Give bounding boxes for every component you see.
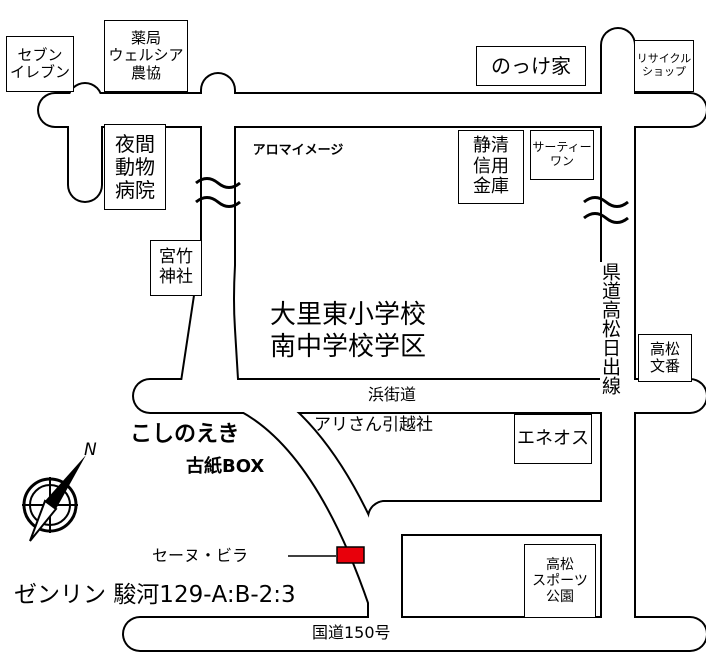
destination-marker [336,546,365,564]
landmark-takamatsu-sports-park-line3: 公園 [546,589,574,606]
landmark-takamatsu-bunban-line1: 高松 [649,339,680,358]
landmark-welcia-ja-line3: 農協 [130,63,161,82]
landmark-aroma-image-label: アロマイメージ [252,142,344,158]
landmark-shizuoka-shinkin-line3: 金庫 [473,176,509,198]
landmark-seven-eleven-line2: イレブン [9,63,70,81]
landmark-eneos-label: エネオス [517,427,589,449]
landmark-seven-eleven-line1: セブン [17,45,63,64]
road-fills [39,29,706,650]
compass-icon [22,455,86,542]
landmark-shizuoka-shinkin-line2: 信用 [473,155,509,177]
landmark-welcia-ja: 薬局 ウェルシア 農協 [104,20,188,92]
road-label-prefectural-takamatsu-hinode: 県道高松日出線 [599,262,621,395]
landmark-takamatsu-sports-park: 高松 スポーツ 公園 [524,544,596,618]
landmark-aroma-image: アロマイメージ [238,130,358,172]
landmark-night-animal-hospital-line3: 病院 [115,177,155,202]
landmark-welcia-ja-line1: 薬局 [130,29,161,48]
landmark-takamatsu-sports-park-line2: スポーツ [532,572,588,589]
school-district-line2: 南中学校学区 [270,332,427,362]
destination-label: セーヌ・ビラ [152,546,249,565]
landmark-miyatake-shrine: 宮竹 神社 [150,240,202,296]
landmark-recycle-shop: リサイクル ショップ [634,40,694,92]
landmark-seven-eleven: セブン イレブン [6,36,74,92]
landmark-shizuoka-shinkin: 静清 信用 金庫 [458,130,524,204]
landmark-night-animal-hospital-line1: 夜間 [115,131,155,156]
landmark-koshinoeki: こしのえき [130,422,240,447]
landmark-welcia-ja-line2: ウェルシア [108,46,184,65]
landmark-nokke-ya: のっけ家 [476,46,586,86]
landmark-thirty-one: サーティー ワン [530,130,594,180]
road-break-mark-left [195,177,241,208]
landmark-miyatake-shrine-line2: 神社 [159,267,193,287]
landmark-thirty-one-line1: サーティー [532,140,592,155]
landmark-miyatake-shrine-line1: 宮竹 [159,247,193,268]
landmark-night-animal-hospital-line2: 動物 [115,154,155,179]
landmark-ari-moving: アリさん引越社 [314,415,433,435]
landmark-recycle-shop-line2: ショップ [642,65,686,78]
road-label-route-150: 国道150号 [310,623,393,642]
landmark-recycle-shop-line1: リサイクル [636,52,692,66]
landmark-thirty-one-line2: ワン [549,154,574,168]
landmark-takamatsu-bunban-line2: 文番 [649,357,680,375]
road-break-mark-right [583,196,629,224]
landmark-nokke-ya-label: のっけ家 [491,53,571,78]
landmark-takamatsu-bunban: 高松 文番 [638,334,692,382]
map-source-code: ゼンリン 駿河129-A:B-2:3 [14,582,296,608]
compass-north-label: N [84,440,97,460]
landmark-koshinoeki-sub: 古紙BOX [186,456,265,477]
landmark-shizuoka-shinkin-line1: 静清 [473,134,509,156]
landmark-takamatsu-sports-park-line1: 高松 [546,556,574,573]
road-label-hamakaido: 浜街道 [366,385,419,404]
landmark-night-animal-hospital: 夜間 動物 病院 [104,124,166,210]
school-district-line1: 大里東小学校 [270,300,427,330]
landmark-eneos: エネオス [514,414,592,464]
